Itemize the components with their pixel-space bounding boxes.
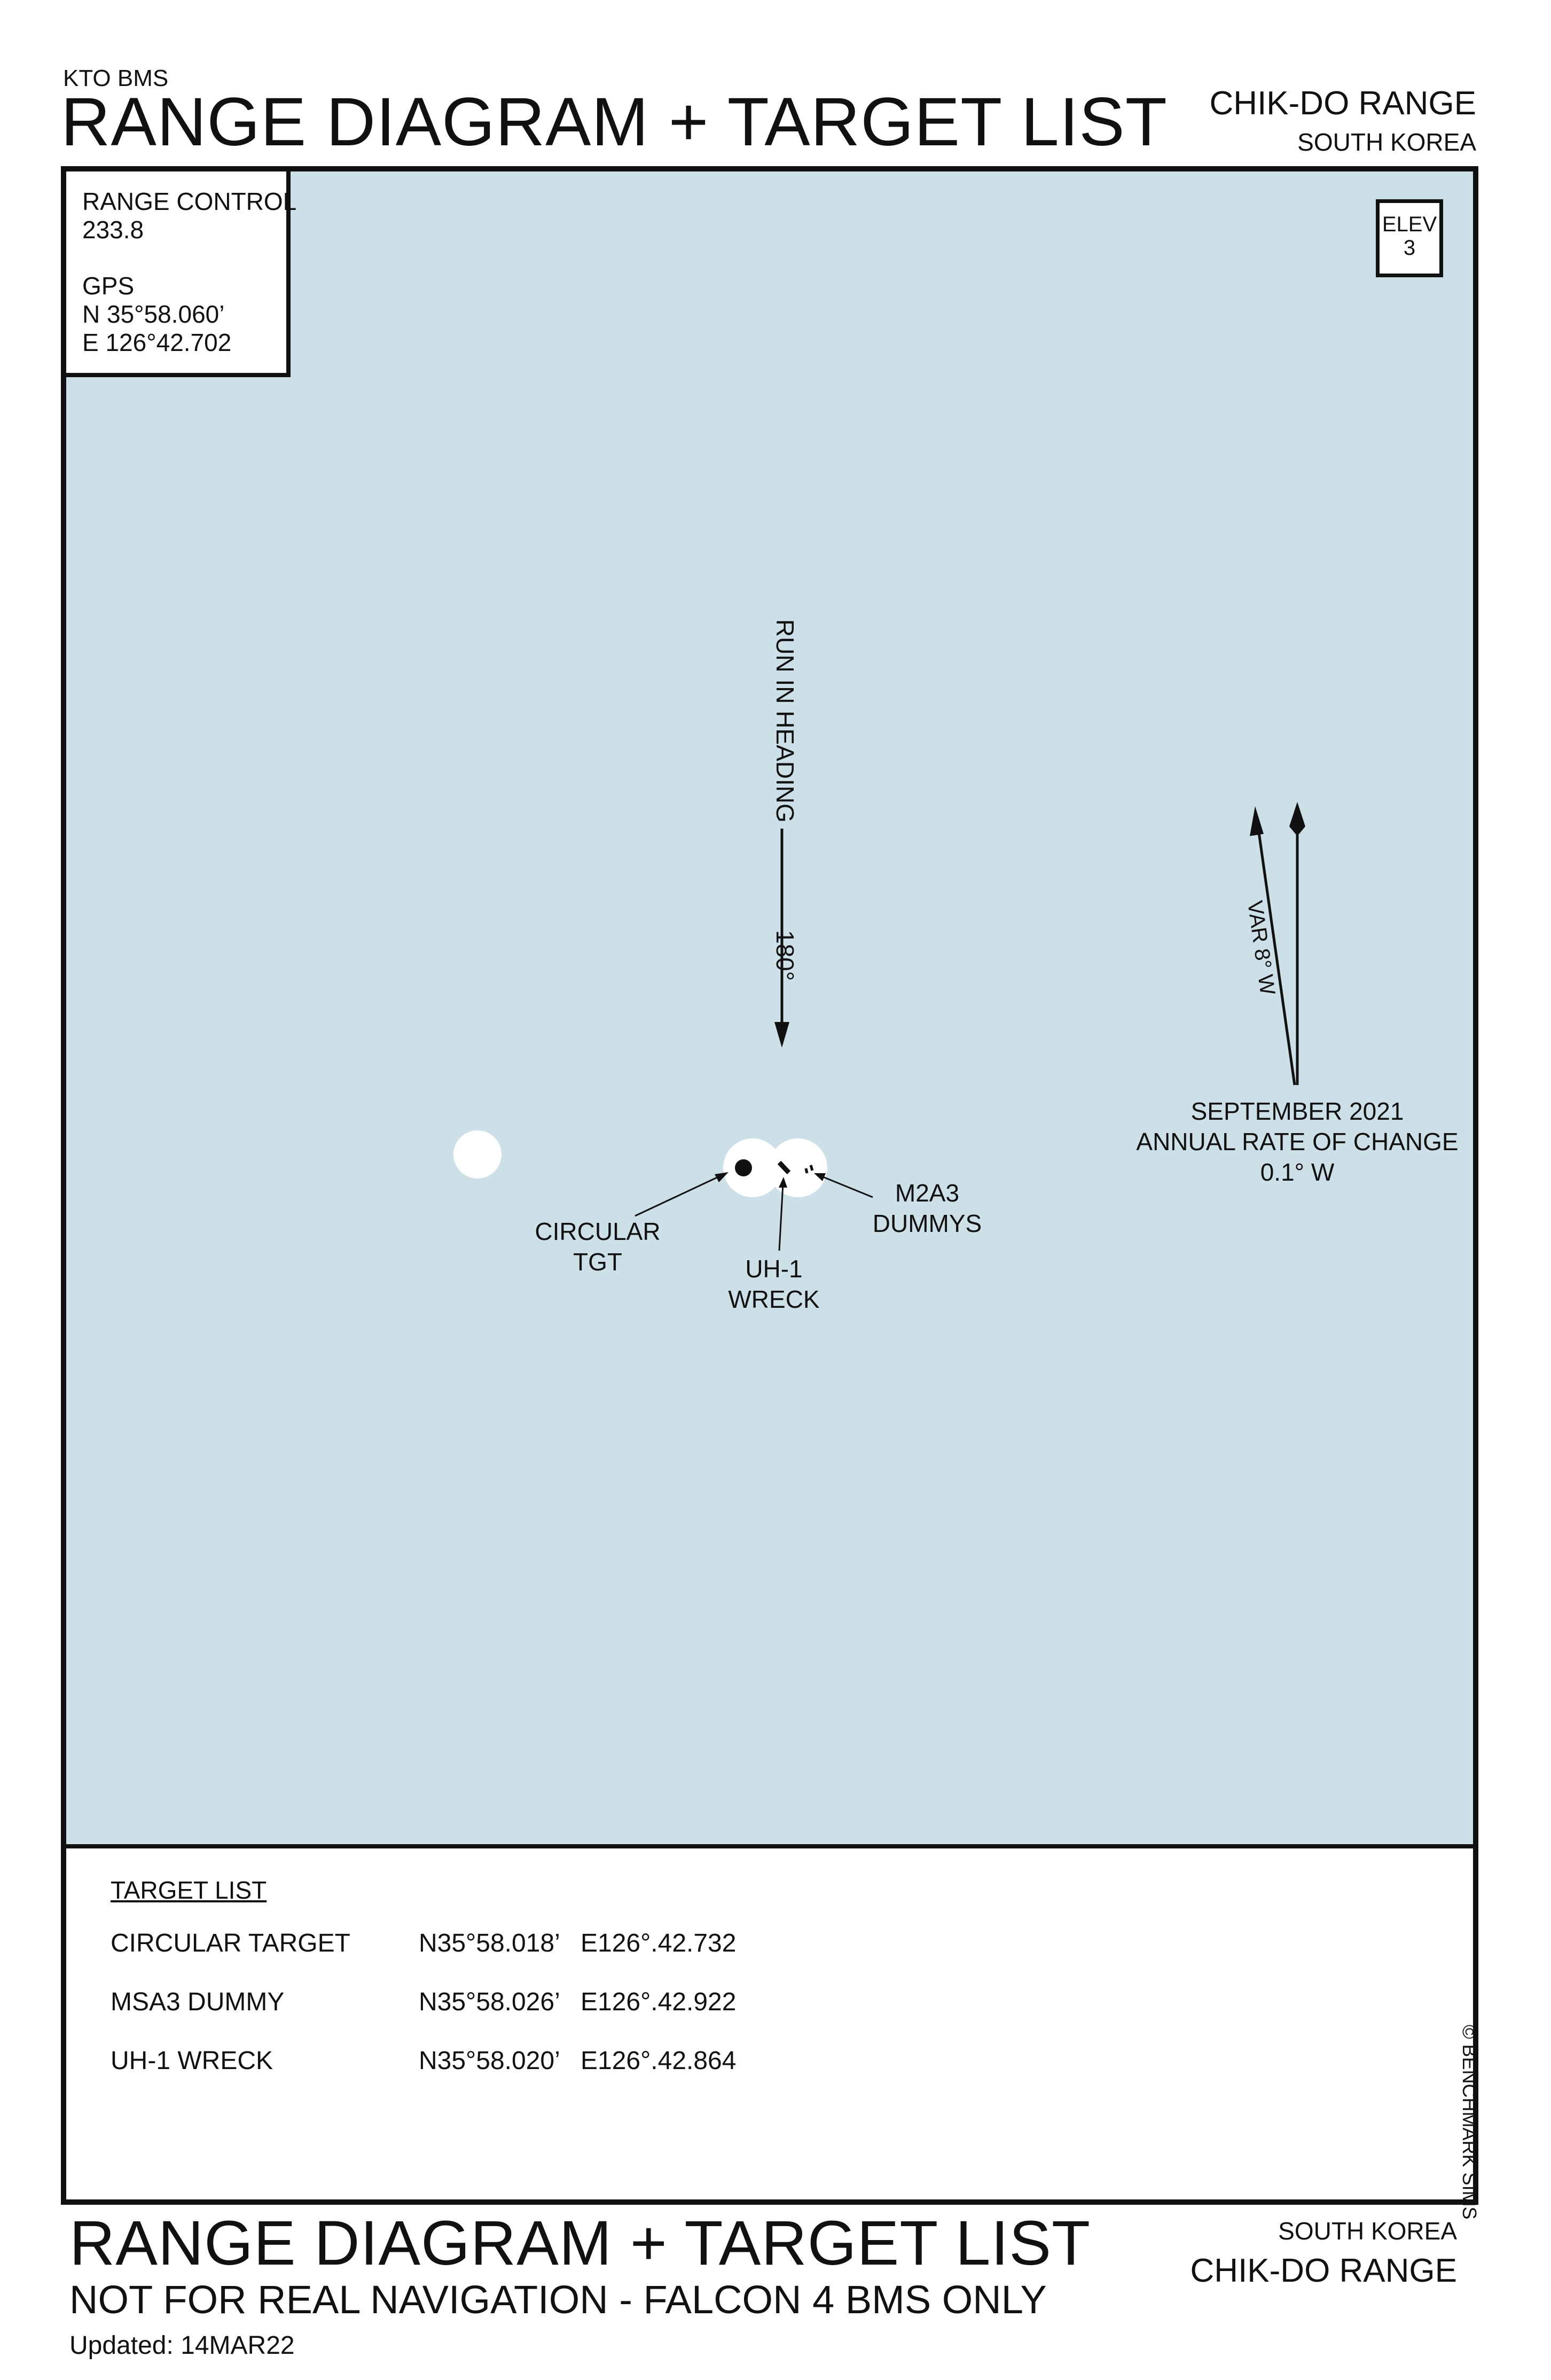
circular-tgt-label-line1: CIRCULAR (535, 1218, 660, 1245)
target-longitude: E126°.42.922 (581, 1988, 737, 2016)
target-latitude: N35°58.026’ (419, 1988, 560, 2016)
m2a3-dummy-label-line1: M2A3 (895, 1179, 959, 1207)
target-row: UH-1 WRECK N35°58.020’ E126°.42.864 (111, 2046, 1392, 2078)
range-control-label: RANGE CONTROL (82, 188, 297, 215)
target-longitude: E126°.42.864 (581, 2047, 737, 2075)
footer-disclaimer: NOT FOR REAL NAVIGATION - FALCON 4 BMS O… (69, 2277, 1047, 2322)
circular-tgt-label-line2: TGT (573, 1248, 622, 1276)
uh1-wreck-label-line2: WRECK (728, 1285, 820, 1313)
target-name: CIRCULAR TARGET (111, 1929, 350, 1957)
footer-updated-date: Updated: 14MAR22 (69, 2331, 295, 2360)
circular-target-marker (735, 1159, 752, 1176)
target-name: MSA3 DUMMY (111, 1988, 285, 2016)
target-longitude: E126°.42.732 (581, 1929, 737, 1957)
footer-country-name: SOUTH KOREA (1278, 2217, 1457, 2245)
range-control-box: RANGE CONTROL 233.8 GPS N 35°58.060’ E 1… (66, 171, 297, 377)
target-latitude: N35°58.020’ (419, 2047, 560, 2075)
island-west (453, 1130, 502, 1179)
target-name: UH-1 WRECK (111, 2047, 273, 2075)
gps-latitude: N 35°58.060’ (82, 300, 225, 328)
target-row: MSA3 DUMMY N35°58.026’ E126°.42.922 (111, 1987, 1392, 2019)
circular-tgt-leader (634, 1172, 728, 1217)
island-target-area-east (769, 1138, 827, 1197)
m2a3-dummy-leader (814, 1173, 873, 1198)
m2a3-dummy-label-line2: DUMMYS (873, 1209, 982, 1237)
organization-label: KTO BMS (63, 65, 169, 91)
page-title: RANGE DIAGRAM + TARGET LIST (61, 84, 1168, 160)
variation-rate-label: ANNUAL RATE OF CHANGE (1136, 1128, 1458, 1156)
range-diagram: RUN IN HEADING 180° VAR 8° W SEPTEMBER 2… (66, 171, 1473, 1848)
copyright-label: © BENCHMARK SIMS (1459, 2025, 1480, 2220)
variation-rate-value: 0.1° W (1260, 1158, 1335, 1186)
uh1-wreck-leader (778, 1177, 787, 1251)
gps-label: GPS (82, 271, 135, 300)
footer-range-name: CHIK-DO RANGE (1190, 2252, 1457, 2289)
m2a3-dummy-marker-a (809, 1165, 814, 1171)
target-latitude: N35°58.018’ (419, 1929, 560, 1957)
target-list-heading: TARGET LIST (111, 1876, 267, 1904)
uh1-wreck-label-line1: UH-1 (745, 1255, 802, 1283)
elevation-label: ELEV (1382, 213, 1437, 236)
run-in-heading-arrow (774, 829, 789, 1048)
target-list-section: TARGET LIST CIRCULAR TARGET N35°58.018’ … (66, 1848, 1473, 2199)
target-row: CIRCULAR TARGET N35°58.018’ E126°.42.732 (111, 1929, 1392, 1961)
chart-frame: RUN IN HEADING 180° VAR 8° W SEPTEMBER 2… (61, 166, 1478, 2205)
range-control-frequency: 233.8 (82, 215, 144, 244)
uh1-wreck-marker (777, 1160, 791, 1175)
magnetic-north-arrow (1250, 806, 1296, 1086)
run-in-heading-label: RUN IN HEADING (771, 619, 799, 823)
run-in-heading-value: 180° (771, 930, 799, 981)
m2a3-dummy-marker-b (804, 1168, 809, 1174)
elevation-value: 3 (1403, 236, 1416, 260)
true-north-arrow (1289, 802, 1305, 1085)
gps-longitude: E 126°42.702 (82, 328, 232, 356)
range-name: CHIK-DO RANGE (1209, 85, 1476, 122)
variation-date: SEPTEMBER 2021 (1191, 1097, 1404, 1125)
diagram-canvas: RUN IN HEADING 180° VAR 8° W SEPTEMBER 2… (453, 619, 1459, 1313)
footer-title: RANGE DIAGRAM + TARGET LIST (69, 2208, 1091, 2278)
elevation-box: ELEV 3 (1376, 199, 1443, 277)
island-target-area-west (723, 1138, 782, 1197)
country-name: SOUTH KOREA (1297, 128, 1476, 156)
